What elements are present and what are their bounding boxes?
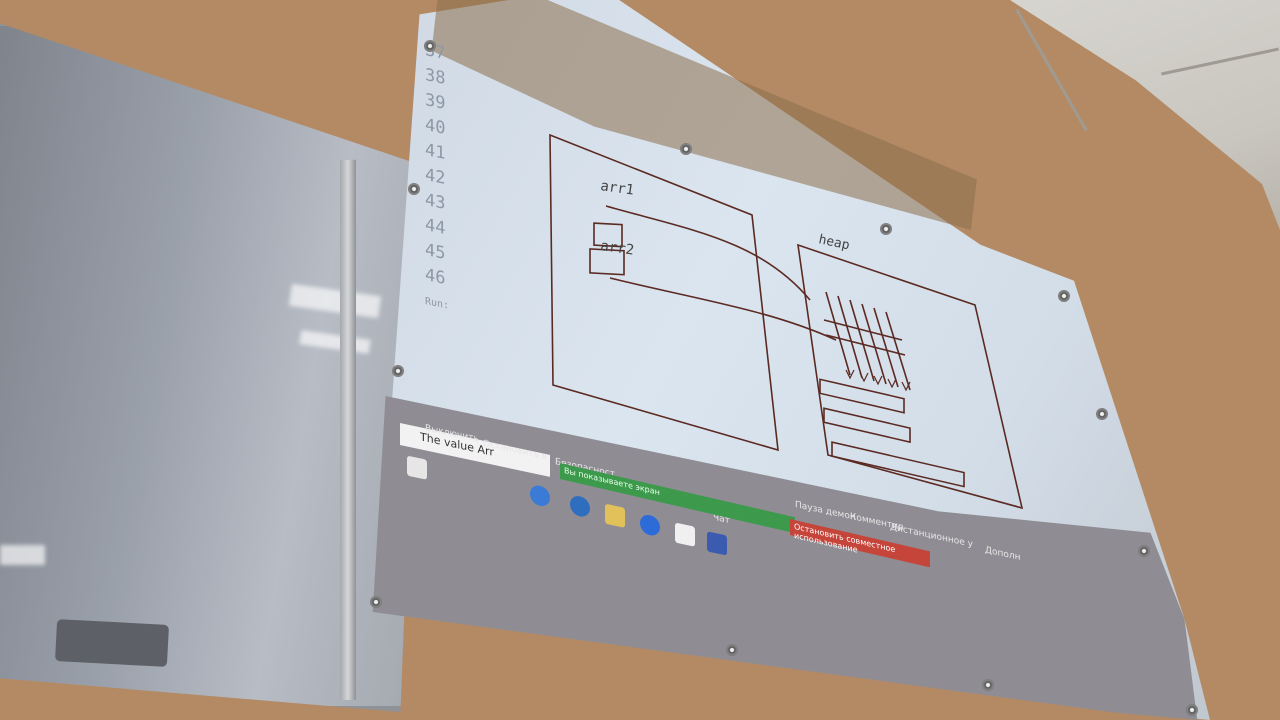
screen-mount-pin bbox=[370, 596, 382, 608]
arr2-pointer bbox=[609, 277, 837, 341]
screen-mount-pin bbox=[424, 40, 436, 52]
arrow-heads bbox=[845, 369, 911, 392]
chrome-icon[interactable] bbox=[530, 483, 550, 508]
array-grid-lines bbox=[823, 291, 911, 391]
screen-mount-pin bbox=[982, 679, 994, 691]
windows-start-icon[interactable] bbox=[407, 455, 427, 480]
heap-box bbox=[797, 243, 1024, 510]
arr2-label: arr2 bbox=[599, 238, 635, 259]
screen-mount-pin bbox=[1138, 545, 1150, 557]
screen-mount-pin bbox=[1186, 704, 1198, 716]
arr1-cell bbox=[593, 222, 623, 248]
heap-array-2 bbox=[823, 407, 911, 444]
whiteboard-glare bbox=[0, 545, 45, 565]
ide-icon[interactable] bbox=[707, 531, 727, 556]
arr1-pointer bbox=[605, 205, 811, 301]
arr1-label: arr1 bbox=[599, 178, 635, 199]
mute-button[interactable]: Выключить bbox=[425, 423, 479, 445]
screen-mount-pin bbox=[1096, 408, 1108, 420]
heap-array-3 bbox=[831, 441, 965, 488]
browser-icon[interactable] bbox=[570, 494, 590, 519]
stack-frame-box bbox=[549, 133, 779, 452]
screen-mount-pin bbox=[880, 223, 892, 235]
more-button[interactable]: Дополн bbox=[985, 545, 1021, 563]
video-button[interactable]: Остановить в bbox=[483, 438, 548, 463]
screen-mount-pin bbox=[392, 365, 404, 377]
heap-label: heap bbox=[817, 232, 851, 253]
explorer-icon[interactable] bbox=[605, 503, 625, 528]
app-icon[interactable] bbox=[675, 522, 695, 547]
screen-mount-pin bbox=[726, 644, 738, 656]
heap-array-1 bbox=[819, 378, 905, 414]
pause-share-button[interactable]: Пауза демон bbox=[795, 500, 856, 523]
screen-mount-pin bbox=[680, 143, 692, 155]
zoom-app-icon[interactable] bbox=[640, 513, 660, 538]
arr2-cell bbox=[589, 248, 625, 276]
screen-mount-pin bbox=[1058, 290, 1070, 302]
screen-mount-pin bbox=[408, 183, 420, 195]
